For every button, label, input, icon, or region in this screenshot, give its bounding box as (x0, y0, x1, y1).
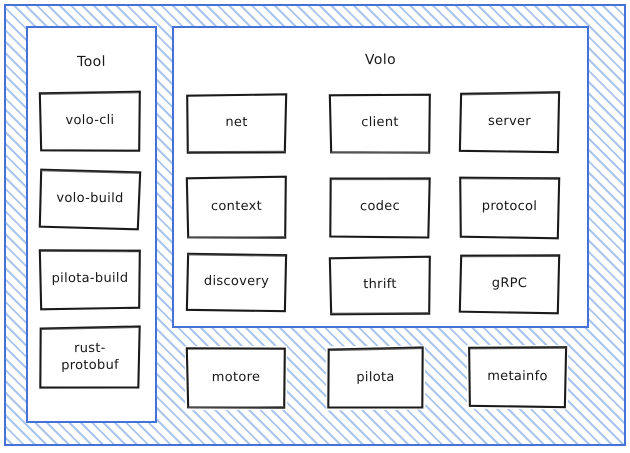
node-label: gRPC (491, 275, 528, 291)
node-net[interactable]: net (184, 91, 289, 156)
node-label: pilota-build (51, 271, 129, 287)
node-label: client (361, 115, 399, 131)
node-label: metainfo (487, 368, 548, 385)
tool-group-title: Tool (77, 53, 106, 71)
node-client[interactable]: client (327, 91, 433, 156)
node-server[interactable]: server (457, 89, 562, 155)
node-volo-build[interactable]: volo-build (37, 167, 143, 232)
node-protocol[interactable]: protocol (457, 174, 562, 241)
node-pilota-build[interactable]: pilota-build (37, 247, 143, 312)
node-discovery[interactable]: discovery (184, 251, 289, 314)
node-grpc[interactable]: gRPC (457, 252, 562, 316)
node-label: volo-cli (65, 113, 115, 129)
node-label: motore (211, 369, 261, 386)
node-label: discovery (203, 274, 270, 290)
node-label: codec (359, 199, 401, 215)
node-label: net (225, 115, 248, 131)
node-motore[interactable]: motore (184, 345, 288, 411)
node-volo-cli[interactable]: volo-cli (37, 89, 143, 154)
node-label: context (210, 199, 263, 215)
node-label: protocol (481, 199, 538, 215)
node-label: rust-protobuf (61, 341, 120, 373)
node-context[interactable]: context (184, 174, 289, 241)
node-metainfo[interactable]: metainfo (466, 344, 569, 410)
node-label: volo-build (56, 191, 124, 207)
node-label: server (487, 113, 532, 129)
node-pilota[interactable]: pilota (325, 345, 426, 411)
node-codec[interactable]: codec (327, 174, 433, 241)
node-label: pilota (356, 369, 395, 386)
node-label: thrift (363, 277, 397, 293)
node-thrift[interactable]: thrift (327, 254, 433, 317)
node-rust-protobuf[interactable]: rust-protobuf (37, 324, 143, 391)
